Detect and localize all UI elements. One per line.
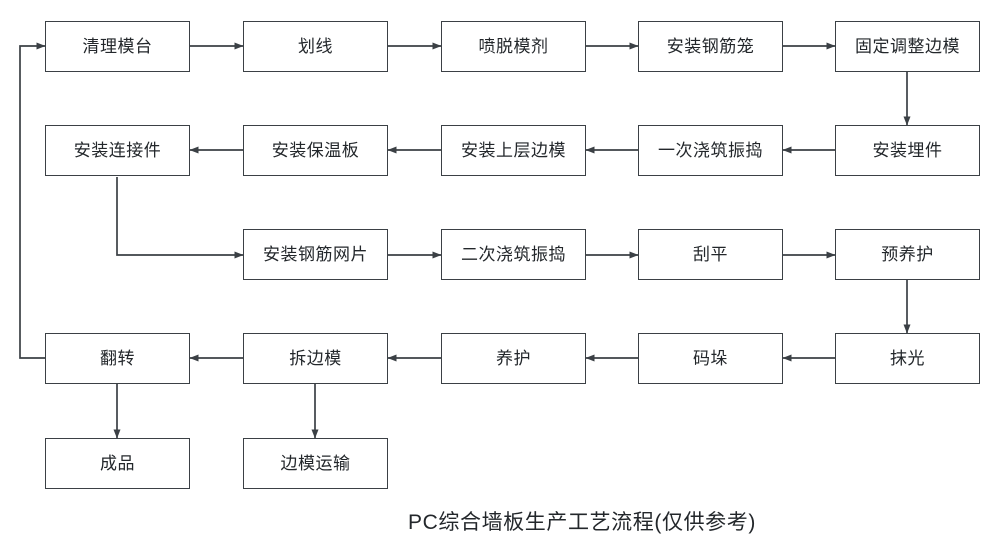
process-box-n14[interactable]: 预养护 [835,229,980,280]
process-box-label: 拆边模 [289,349,342,368]
process-box-label: 安装钢筋网片 [263,245,368,264]
process-box-label: 养护 [496,349,531,368]
process-box-n16[interactable]: 码垛 [638,333,783,384]
process-box-n3[interactable]: 喷脱模剂 [441,21,586,72]
process-box-label: 预养护 [881,245,934,264]
connector-n19-to-n1 [19,42,46,359]
process-box-label: 安装保温板 [271,141,360,160]
process-box-label: 安装连接件 [73,141,162,160]
process-box-n17[interactable]: 养护 [441,333,586,384]
process-box-n12[interactable]: 二次浇筑振捣 [441,229,586,280]
process-box-label: 安装埋件 [872,141,943,160]
process-box-label: 安装上层边模 [461,141,566,160]
process-box-label: 清理模台 [82,37,153,56]
process-box-label: 码垛 [693,349,728,368]
process-box-n19[interactable]: 翻转 [45,333,190,384]
process-box-label: 固定调整边模 [855,37,960,56]
process-box-n20[interactable]: 成品 [45,438,190,489]
process-box-label: 安装钢筋笼 [666,37,755,56]
process-box-n5[interactable]: 固定调整边模 [835,21,980,72]
process-box-n4[interactable]: 安装钢筋笼 [638,21,783,72]
process-box-n8[interactable]: 安装上层边模 [441,125,586,176]
process-box-n6[interactable]: 安装埋件 [835,125,980,176]
process-box-n1[interactable]: 清理模台 [45,21,190,72]
process-box-n11[interactable]: 安装钢筋网片 [243,229,388,280]
process-box-label: 一次浇筑振捣 [658,141,763,160]
process-box-label: 抹光 [890,349,925,368]
process-box-label: 边模运输 [280,454,351,473]
process-box-n13[interactable]: 刮平 [638,229,783,280]
process-box-label: 二次浇筑振捣 [461,245,566,264]
process-box-label: 喷脱模剂 [478,37,549,56]
process-box-n10[interactable]: 安装连接件 [45,125,190,176]
process-box-label: 划线 [298,37,333,56]
process-box-label: 刮平 [693,245,728,264]
process-box-n21[interactable]: 边模运输 [243,438,388,489]
process-box-n9[interactable]: 安装保温板 [243,125,388,176]
process-box-n18[interactable]: 拆边模 [243,333,388,384]
process-box-label: 成品 [100,454,135,473]
process-box-label: 翻转 [100,349,135,368]
process-box-n2[interactable]: 划线 [243,21,388,72]
connector-n10-to-n11 [116,177,244,259]
process-box-n7[interactable]: 一次浇筑振捣 [638,125,783,176]
diagram-caption: PC综合墙板生产工艺流程(仅供参考) [408,511,756,534]
process-box-n15[interactable]: 抹光 [835,333,980,384]
